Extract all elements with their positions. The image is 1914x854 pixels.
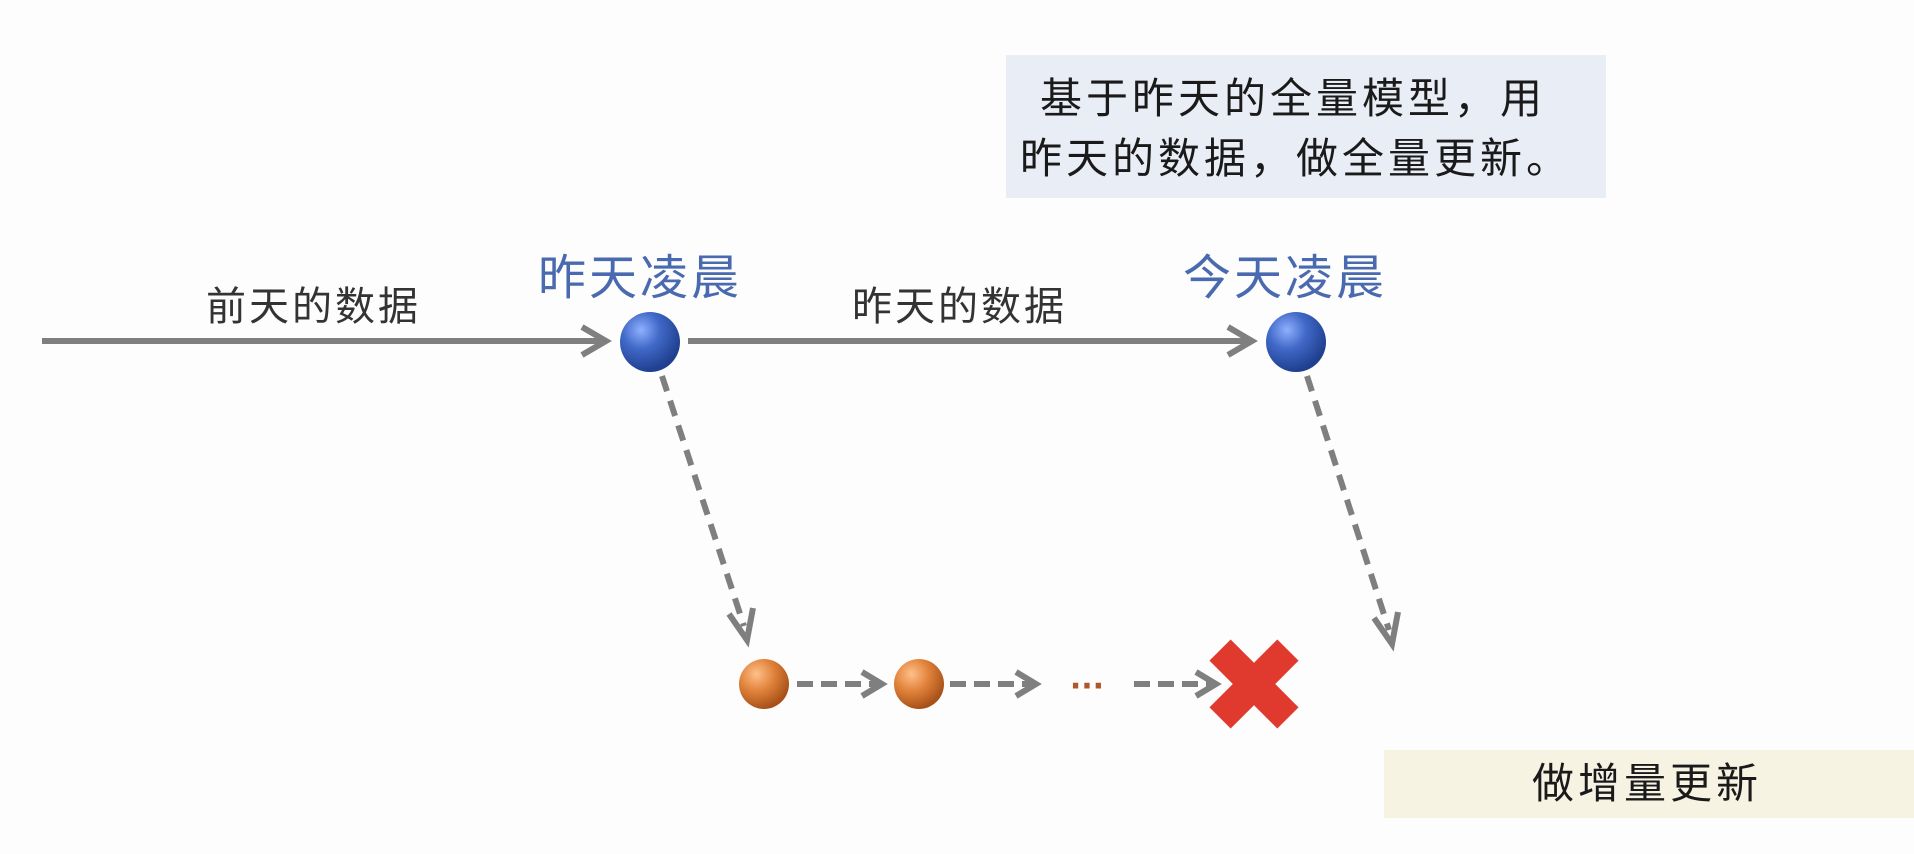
incremental-arrow-1 <box>797 669 888 699</box>
incremental-update-label: 做增量更新 <box>1384 750 1914 818</box>
incremental-arrow-3 <box>1134 669 1222 699</box>
incremental-node-1 <box>739 659 789 709</box>
today-model-node <box>1266 312 1326 372</box>
timeline-arrow-2 <box>688 324 1258 358</box>
day-before-data-label: 前天的数据 <box>206 284 421 330</box>
note-line-2: 昨天的数据，做全量更新。 <box>1020 134 1573 183</box>
ellipsis-text: ··· <box>1070 669 1104 704</box>
yesterday-model-node <box>620 312 680 372</box>
timeline-arrow-1 <box>42 324 612 358</box>
note-line-1: 基于昨天的全量模型，用 <box>1040 74 1547 123</box>
incremental-branch-arrow <box>659 375 756 648</box>
today-dawn-label: 今天凌晨 <box>1183 250 1388 306</box>
incremental-node-2 <box>894 659 944 709</box>
red-x-icon <box>1209 639 1299 729</box>
incremental-arrow-2 <box>950 669 1042 699</box>
full-update-note: 基于昨天的全量模型，用 昨天的数据，做全量更新。 <box>1006 55 1606 198</box>
yesterday-dawn-label: 昨天凌晨 <box>538 250 743 306</box>
today-branch-arrow <box>1304 375 1401 652</box>
yesterday-data-label: 昨天的数据 <box>852 284 1067 330</box>
